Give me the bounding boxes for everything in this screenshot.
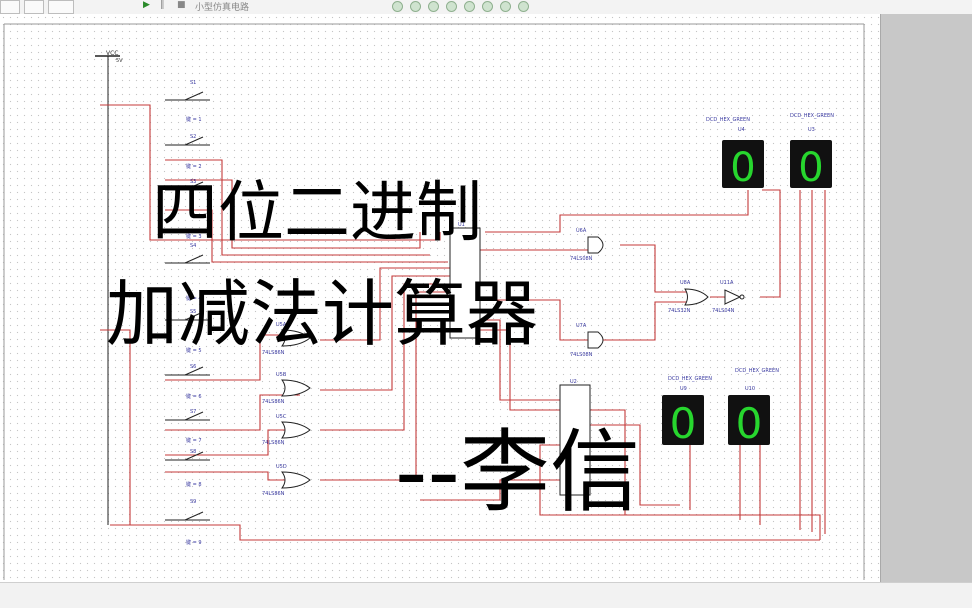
display-digit: 0 [736,399,763,448]
gate-part: 74LS86N [262,491,285,497]
display-ref: U4 [738,127,745,133]
gate-ref: U8A [680,280,691,286]
switch-key: 键 = 9 [186,539,202,546]
toolbar-button[interactable] [48,0,74,14]
xor-gate [281,471,311,489]
gate-ref: U5B [276,372,287,378]
switch-key: 键 = 1 [186,116,202,123]
switch-key: 键 = 8 [186,481,202,488]
probe-icon[interactable] [482,1,493,12]
switch-key: 键 = 6 [186,393,202,400]
gate-part: 74LS86N [262,399,285,405]
display-ref: U3 [808,127,815,133]
switch-name: S8 [190,449,196,455]
xor-gate [281,421,311,439]
gate-part: 74LS32N [668,308,691,314]
display-part: DCD_HEX_GREEN [735,368,779,374]
schematic-canvas[interactable]: VCC 5V [0,14,880,582]
switch-name: S2 [190,134,196,140]
status-bar [0,582,972,608]
simulation-label: 小型仿真电路 [195,3,250,13]
switch-name: S4 [190,243,196,249]
switch-name: S6 [190,364,196,370]
probe-icon[interactable] [410,1,421,12]
adder-chip [559,384,591,496]
switch-key: 键 = 7 [186,437,202,444]
probe-icon[interactable] [428,1,439,12]
right-panel [880,14,972,582]
display-digit: 0 [670,399,697,448]
or-gate [684,288,709,306]
vcc-label: VCC [106,50,118,57]
xor-gate [281,329,311,347]
pause-icon[interactable]: ‖ [160,0,165,10]
probe-icon[interactable] [464,1,475,12]
hex-display-u9: 0 [662,395,704,448]
gate-part: 74LS04N [712,308,735,314]
hex-display-u3: 0 [790,140,832,191]
gate-part: 74LS08N [570,256,593,262]
not-bubble [739,294,745,300]
toolbar: ▶ ‖ ■ 小型仿真电路 [0,0,972,15]
not-gate [724,289,742,305]
display-digit: 0 [798,145,823,191]
overlay-author: --李信 [395,420,640,525]
stop-icon[interactable]: ■ [177,0,186,10]
probe-icon[interactable] [446,1,457,12]
gate-part: 74LS86N [262,440,285,446]
gate-ref: U5C [276,414,287,420]
xor-gate [281,379,311,397]
switch-array [165,91,210,521]
adder-chip [449,227,481,339]
gate-part: 74LS08N [570,352,593,358]
gate-ref: U6A [576,228,587,234]
toolbar-button[interactable] [0,0,20,14]
overlay-title-line2: 加减法计算器 [106,272,539,356]
switch-key: 键 = 2 [186,163,202,170]
schematic-drawing: VCC 5V [3,23,865,580]
switch-name: S1 [190,80,196,86]
display-part: DCD_HEX_GREEN [706,117,750,123]
switch-key: 键 = 4 [186,295,202,302]
switch-name: S3 [190,179,196,185]
switch-key: 键 = 3 [186,233,202,240]
and-gate [587,236,604,254]
vcc-voltage: 5V [116,58,123,64]
chip-ref: U2 [570,379,577,385]
run-icon[interactable]: ▶ [143,0,150,10]
gate-ref: U5A [276,322,287,328]
chip-ref: U1 [458,222,465,228]
display-part: DCD_HEX_GREEN [790,113,834,119]
switch-key: 键 = 5 [186,347,202,354]
wires [100,104,826,541]
probe-icon[interactable] [500,1,511,12]
toolbar-button[interactable] [24,0,44,14]
probe-icon[interactable] [392,1,403,12]
display-part: DCD_HEX_GREEN [668,376,712,382]
gate-part: 74LS86N [262,350,285,356]
overlay-title-line1: 四位二进制 [152,174,482,251]
gate-ref: U11A [720,280,734,286]
hex-display-u4: 0 [722,140,764,191]
hex-display-u10: 0 [728,395,770,448]
switch-name: S5 [190,309,196,315]
switch-name: S7 [190,409,196,415]
gate-ref: U5D [276,464,287,470]
probe-icon[interactable] [518,1,529,12]
gate-ref: U7A [576,323,587,329]
display-ref: U9 [680,386,687,392]
display-ref: U10 [745,386,755,392]
switch-name: S9 [190,499,196,505]
and-gate [587,331,604,349]
display-digit: 0 [730,145,755,191]
